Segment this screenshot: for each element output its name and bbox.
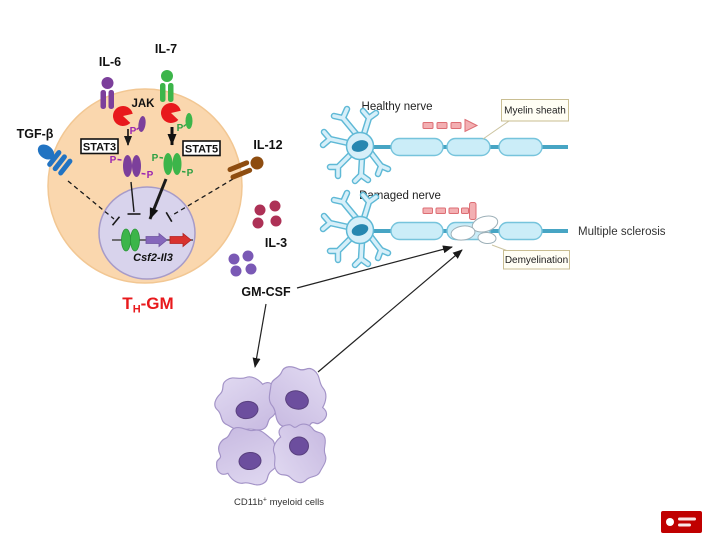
gmcsf-label: GM-CSF — [241, 285, 291, 299]
stat3-monomer — [138, 116, 146, 132]
myelin-segment — [498, 137, 543, 157]
regulatory-connectors — [67, 178, 234, 226]
blocked-signal-arrow — [422, 202, 477, 220]
demyelination-blobs — [450, 215, 499, 245]
il6-label: IL-6 — [99, 55, 121, 69]
healthy-nerve: Myelin sheath — [323, 99, 569, 182]
th-gm-cell-nucleus — [98, 186, 196, 280]
gene-label: Csf2-Il3 — [133, 252, 173, 264]
myelin-segment — [390, 221, 444, 241]
gene-locus: Csf2-Il3 — [112, 228, 193, 264]
cell-nucleus — [285, 390, 309, 410]
stat3-inhibition-line — [130, 181, 135, 213]
stat3-box: STAT3 — [80, 138, 119, 155]
cell-nucleus — [235, 400, 259, 420]
bound-stat5-oval — [130, 228, 140, 252]
signal-block-bar — [469, 202, 477, 220]
stat3-label: STAT3 — [83, 142, 116, 154]
svg-text:P: P — [147, 170, 154, 181]
tgfb-inhibition-bar — [111, 216, 121, 226]
stat5-dimer: P P — [152, 153, 194, 179]
phospho-p: P — [130, 126, 137, 137]
jak-kinases — [112, 103, 181, 127]
il3-dots — [252, 200, 282, 229]
stat5-label: STAT5 — [185, 144, 218, 156]
demyelination-callout-box: Demyelination — [503, 250, 570, 270]
svg-text:P: P — [110, 155, 117, 166]
svg-text:P: P — [187, 168, 194, 179]
disease-label: Multiple sclerosis — [578, 226, 666, 238]
p-link — [183, 123, 187, 128]
jak-label: JAK — [131, 98, 155, 110]
il7-receptor — [160, 70, 174, 102]
healthy-nerve-title: Healthy nerve — [362, 101, 433, 113]
myelin-segment — [498, 221, 543, 241]
myelin-callout-line — [482, 120, 510, 140]
cell-nucleus — [238, 451, 262, 471]
th-gm-cell-label: TH-GM — [122, 294, 173, 316]
stat5-activation-arrow — [148, 178, 168, 220]
myeloid-to-nerve-arrow — [317, 249, 463, 373]
csf2-gene-arrow — [145, 232, 168, 248]
myeloid-cells-label: CD11b+ myeloid cells — [234, 497, 324, 509]
publisher-logo — [661, 511, 702, 533]
stat5-box: STAT5 — [182, 140, 221, 157]
il3-label: IL-3 — [265, 236, 287, 250]
myelin-segment — [390, 137, 444, 157]
stat3-dimer: P P — [110, 155, 154, 181]
bound-stat5-oval — [121, 228, 131, 252]
cell-nucleus — [289, 436, 309, 456]
demyelination-callout-label: Demyelination — [505, 255, 568, 266]
myelin-callout-box: Myelin sheath — [501, 99, 569, 122]
gmcsf-to-nerve-arrow — [296, 245, 453, 289]
il12-inhibition-line — [170, 178, 234, 217]
il12-label: IL-12 — [253, 138, 282, 152]
myelin-segment — [446, 137, 491, 157]
tgfb-inhibition-line — [67, 180, 115, 220]
phospho-p: P — [177, 123, 184, 134]
damaged-nerve-title: Damaged nerve — [359, 190, 441, 202]
myeloid-cells — [208, 360, 332, 494]
damaged-nerve: Demyelination — [323, 193, 570, 270]
stat5-monomer — [185, 113, 193, 129]
svg-text:P: P — [152, 153, 159, 164]
gmcsf-to-myeloid-arrow — [252, 303, 267, 368]
gmcsf-dots — [228, 250, 257, 277]
tgfb-label: TGF-β — [17, 127, 54, 141]
jak-right — [160, 103, 181, 124]
jak-left — [112, 106, 133, 127]
nerve-signal-arrow — [422, 118, 479, 133]
tgfb-receptor — [37, 144, 73, 176]
il6-receptor — [100, 77, 114, 109]
il12-receptor — [227, 156, 264, 180]
il12-inhibition-bar — [165, 211, 173, 223]
myelin-callout-label: Myelin sheath — [504, 106, 566, 117]
il3-gene-arrow — [169, 232, 192, 248]
il7-label: IL-7 — [155, 42, 177, 56]
